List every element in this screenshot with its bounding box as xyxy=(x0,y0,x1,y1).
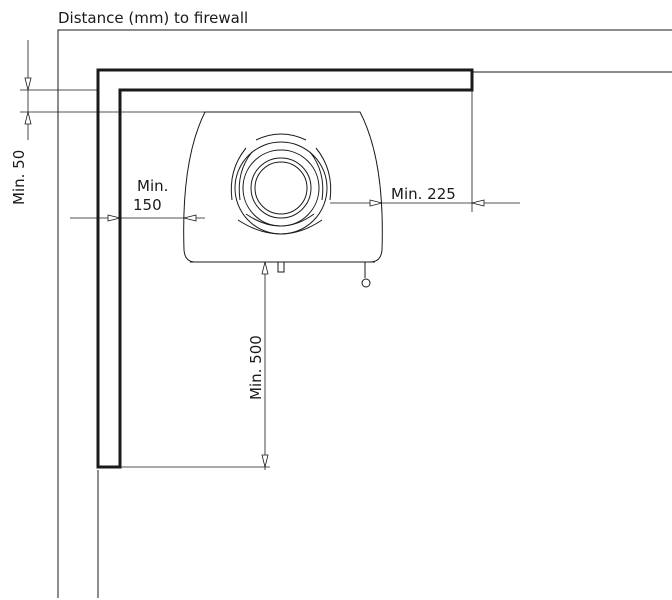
diagram-title: Distance (mm) to firewall xyxy=(58,9,248,27)
dimension-back: Min. 50 xyxy=(10,40,205,205)
room-walls xyxy=(57,29,672,598)
dimension-side-label-line2: 150 xyxy=(133,196,162,214)
stove-front-handles xyxy=(277,261,371,288)
dimension-front-label: Min. 500 xyxy=(247,335,265,400)
firewall-outline xyxy=(96,68,474,469)
dimension-back-label: Min. 50 xyxy=(10,150,28,205)
dimension-right-label: Min. 225 xyxy=(391,185,456,203)
dimension-side-label-line1: Min. xyxy=(137,177,168,195)
flue-opening xyxy=(250,157,312,219)
dimension-right: Min. 225 xyxy=(330,90,520,212)
dimension-front: Min. 500 xyxy=(120,261,270,470)
stove xyxy=(183,111,383,288)
dimension-side: Min. 150 xyxy=(70,177,205,222)
